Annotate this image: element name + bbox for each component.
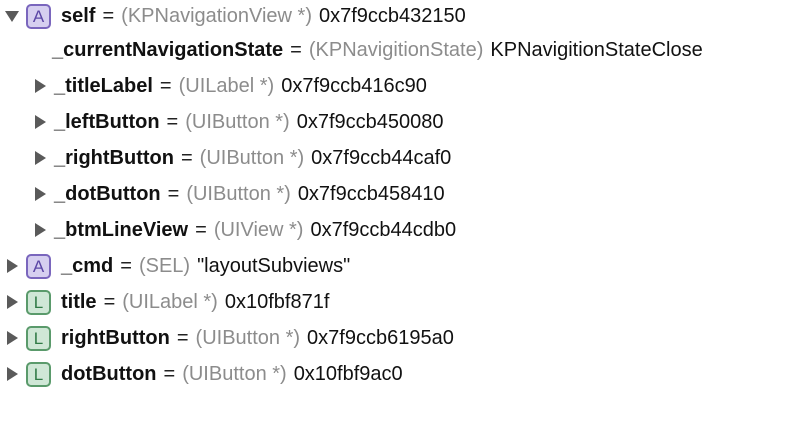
- variable-type: (UIView *): [213, 218, 304, 241]
- disclosure-expanded-icon[interactable]: [4, 8, 20, 24]
- variable-name: _btmLineView: [54, 218, 189, 241]
- variable-name: rightButton: [61, 326, 170, 349]
- disclosure-collapsed-icon[interactable]: [32, 186, 48, 202]
- variable-type: (UILabel *): [178, 74, 275, 97]
- variable-type: (UIButton *): [195, 326, 301, 349]
- disclosure-collapsed-icon[interactable]: [4, 258, 20, 274]
- disclosure-collapsed-icon[interactable]: [4, 330, 20, 346]
- disclosure-collapsed-icon[interactable]: [32, 78, 48, 94]
- local-badge-icon: L: [26, 361, 51, 387]
- disclosure-collapsed-icon[interactable]: [4, 294, 20, 310]
- equals-sign: =: [167, 182, 180, 205]
- variable-row[interactable]: _btmLineView = (UIView *) 0x7f9ccb44cdb0: [0, 212, 802, 248]
- disclosure-collapsed-icon[interactable]: [32, 222, 48, 238]
- equals-sign: =: [180, 146, 193, 169]
- equals-sign: =: [163, 362, 176, 385]
- variable-row[interactable]: _currentNavigationState = (KPNavigitionSta…: [0, 32, 802, 68]
- variable-name: _cmd: [61, 254, 114, 277]
- equals-sign: =: [166, 110, 179, 133]
- variable-type: (SEL): [138, 254, 191, 277]
- variable-value: KPNavigitionStateClose: [490, 38, 703, 61]
- variable-value: 0x10fbf871f: [224, 290, 330, 313]
- variable-value: 0x10fbf9ac0: [293, 362, 403, 385]
- argument-badge-icon: A: [26, 3, 51, 29]
- variable-row[interactable]: _titleLabel = (UILabel *) 0x7f9ccb416c90: [0, 68, 802, 104]
- variable-row[interactable]: _rightButton = (UIButton *) 0x7f9ccb44caf0: [0, 140, 802, 176]
- variable-name: dotButton: [61, 362, 157, 385]
- disclosure-collapsed-icon[interactable]: [32, 150, 48, 166]
- disclosure-collapsed-icon[interactable]: [32, 114, 48, 130]
- variable-row[interactable]: A _cmd = (SEL) "layoutSubviews": [0, 248, 802, 284]
- argument-badge-icon: A: [26, 253, 51, 279]
- variable-type: (UIButton *): [182, 362, 287, 385]
- variable-name: _currentNavigationState: [52, 38, 284, 61]
- equals-sign: =: [195, 218, 207, 241]
- variable-type: (UIButton *): [199, 146, 305, 169]
- variable-name: title: [61, 290, 97, 313]
- local-badge-icon: L: [26, 325, 51, 351]
- variable-value: 0x7f9ccb44cdb0: [310, 218, 457, 241]
- variable-row[interactable]: _dotButton = (UIButton *) 0x7f9ccb458410: [0, 176, 802, 212]
- variable-name: _rightButton: [54, 146, 174, 169]
- variable-value: "layoutSubviews": [197, 254, 351, 277]
- variable-type: (UILabel *): [122, 290, 218, 313]
- equals-sign: =: [159, 74, 172, 97]
- equals-sign: =: [120, 254, 132, 277]
- variable-type: (UIButton *): [186, 182, 291, 205]
- variable-value: 0x7f9ccb458410: [297, 182, 445, 205]
- equals-sign: =: [102, 4, 115, 27]
- variable-name: self: [61, 4, 96, 27]
- equals-sign: =: [103, 290, 116, 313]
- variable-name: _dotButton: [54, 182, 161, 205]
- variable-type: (UIButton *): [185, 110, 290, 133]
- variable-value: 0x7f9ccb44caf0: [311, 146, 452, 169]
- equals-sign: =: [176, 326, 189, 349]
- variable-type: (KPNavigitionState): [308, 38, 484, 61]
- variable-value: 0x7f9ccb6195a0: [307, 326, 454, 349]
- variable-name: _titleLabel: [54, 74, 153, 97]
- variable-row[interactable]: _leftButton = (UIButton *) 0x7f9ccb450080: [0, 104, 802, 140]
- variable-value: 0x7f9ccb432150: [319, 4, 466, 27]
- variable-type: (KPNavigationView *): [121, 4, 312, 27]
- variable-name: _leftButton: [54, 110, 160, 133]
- local-badge-icon: L: [26, 289, 51, 315]
- variable-value: 0x7f9ccb450080: [296, 110, 444, 133]
- disclosure-collapsed-icon[interactable]: [4, 366, 20, 382]
- equals-sign: =: [290, 38, 302, 61]
- variable-value: 0x7f9ccb416c90: [281, 74, 427, 97]
